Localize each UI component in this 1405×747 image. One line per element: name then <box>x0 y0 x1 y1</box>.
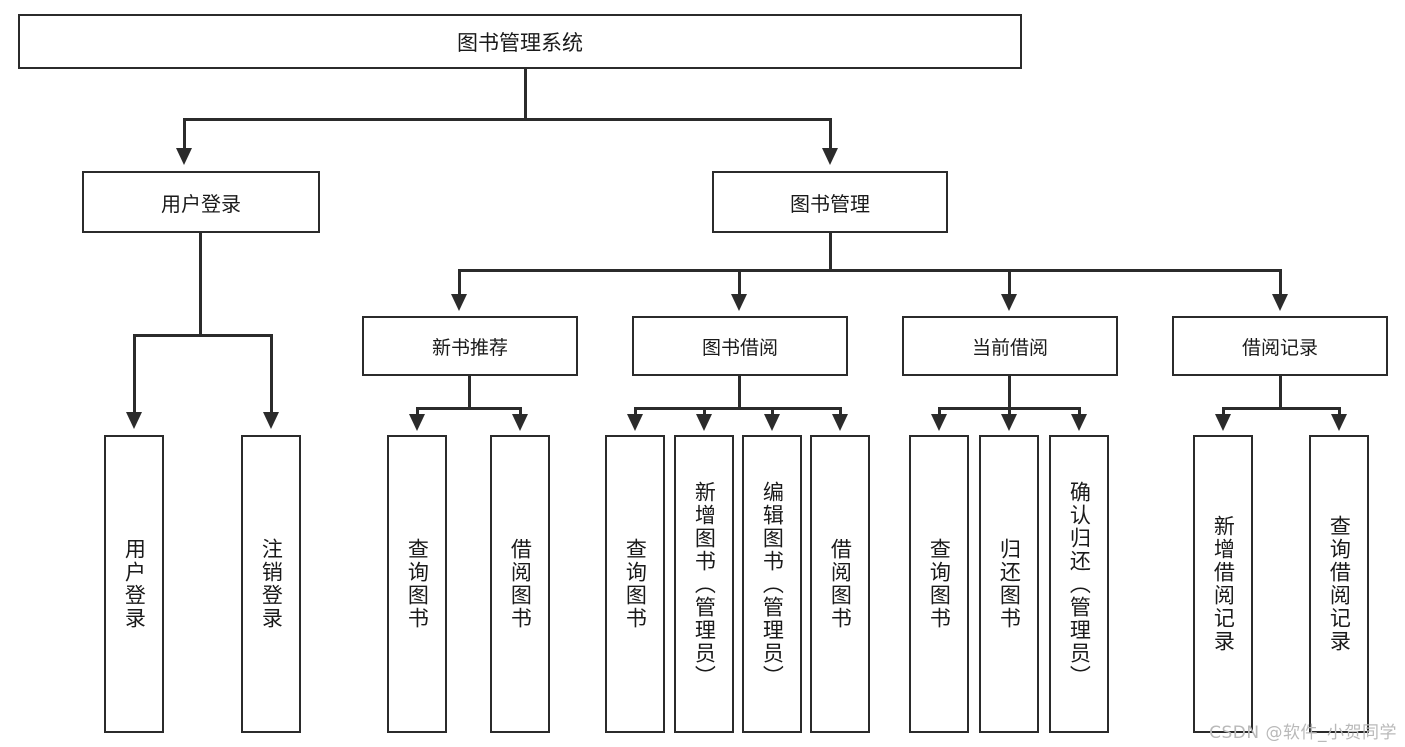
connector-user-login-drop-1 <box>133 334 136 414</box>
connector-new-book-drop-2 <box>519 407 522 417</box>
leaf-query-book-current[interactable]: 查询图书 <box>909 435 969 733</box>
leaf-query-book-borrow[interactable]: 查询图书 <box>605 435 665 733</box>
node-user-login[interactable]: 用户登录 <box>82 171 320 233</box>
leaf-label: 查询图书 <box>623 538 648 630</box>
connector-to-new-book <box>458 269 461 296</box>
leaf-label: 借阅图书 <box>508 538 533 630</box>
connector-borrow-record-bar <box>1222 407 1341 410</box>
leaf-label: 归还图书 <box>997 538 1022 630</box>
node-label: 图书借阅 <box>701 336 778 359</box>
leaf-add-book[interactable]: 新增图书（管理员） <box>674 435 734 733</box>
leaf-borrow-book[interactable]: 借阅图书 <box>810 435 870 733</box>
arrow-to-user-login <box>176 148 192 165</box>
arrow-leaf-add-book <box>696 414 712 431</box>
connector-book-manage-bar <box>458 269 1282 272</box>
node-root-system[interactable]: 图书管理系统 <box>18 14 1022 69</box>
connector-book-borrow-stem <box>738 376 741 409</box>
leaf-add-borrow-record[interactable]: 新增借阅记录 <box>1193 435 1253 733</box>
node-book-manage[interactable]: 图书管理 <box>712 171 948 233</box>
arrow-leaf-query-record <box>1331 414 1347 431</box>
connector-new-book-stem <box>468 376 471 409</box>
node-label: 借阅记录 <box>1241 336 1318 359</box>
connector-current-borrow-stem <box>1008 376 1011 409</box>
node-label: 图书管理系统 <box>457 30 583 55</box>
node-new-book-recommend[interactable]: 新书推荐 <box>362 316 578 376</box>
connector-book-borrow-drop-2 <box>703 407 706 417</box>
connector-user-login-bar <box>133 334 273 337</box>
connector-book-borrow-drop-4 <box>839 407 842 417</box>
arrow-leaf-borrow-book-1 <box>512 414 528 431</box>
leaf-label: 借阅图书 <box>828 538 853 630</box>
arrow-to-borrow-record <box>1272 294 1288 311</box>
leaf-user-login[interactable]: 用户登录 <box>104 435 164 733</box>
arrow-leaf-query-book-1 <box>409 414 425 431</box>
leaf-label: 用户登录 <box>122 538 147 630</box>
arrow-leaf-return-book <box>1001 414 1017 431</box>
leaf-label: 新增借阅记录 <box>1211 515 1236 653</box>
leaf-label: 注销登录 <box>259 538 284 630</box>
leaf-label: 查询借阅记录 <box>1327 515 1352 653</box>
node-borrow-record[interactable]: 借阅记录 <box>1172 316 1388 376</box>
leaf-label: 确认归还（管理员） <box>1067 480 1092 688</box>
leaf-label: 查询图书 <box>405 538 430 630</box>
node-book-borrow[interactable]: 图书借阅 <box>632 316 848 376</box>
arrow-leaf-user-login <box>126 412 142 429</box>
connector-borrow-record-stem <box>1279 376 1282 409</box>
arrow-to-book-borrow <box>731 294 747 311</box>
connector-to-user-login <box>183 118 186 150</box>
node-label: 图书管理 <box>790 191 870 216</box>
connector-current-borrow-drop-3 <box>1078 407 1081 417</box>
arrow-leaf-query-book-3 <box>931 414 947 431</box>
connector-book-borrow-drop-1 <box>634 407 637 417</box>
connector-root-bar <box>183 118 832 121</box>
arrow-leaf-query-book-2 <box>627 414 643 431</box>
node-label: 新书推荐 <box>431 336 508 359</box>
leaf-borrow-book-recommend[interactable]: 借阅图书 <box>490 435 550 733</box>
csdn-watermark: CSDN @软件_小贺同学 <box>1209 723 1397 743</box>
node-label: 当前借阅 <box>971 336 1048 359</box>
connector-to-book-manage <box>829 118 832 150</box>
leaf-label: 编辑图书（管理员） <box>760 480 785 688</box>
leaf-label: 查询图书 <box>927 538 952 630</box>
leaf-query-borrow-record[interactable]: 查询借阅记录 <box>1309 435 1369 733</box>
connector-to-borrow-record <box>1279 269 1282 296</box>
connector-book-borrow-drop-3 <box>771 407 774 417</box>
arrow-leaf-add-record <box>1215 414 1231 431</box>
leaf-return-book[interactable]: 归还图书 <box>979 435 1039 733</box>
arrow-to-new-book <box>451 294 467 311</box>
node-label: 用户登录 <box>161 191 241 216</box>
connector-borrow-record-drop-1 <box>1222 407 1225 417</box>
connector-borrow-record-drop-2 <box>1338 407 1341 417</box>
connector-current-borrow-drop-1 <box>938 407 941 417</box>
leaf-label: 新增图书（管理员） <box>692 480 717 688</box>
connector-to-current-borrow <box>1008 269 1011 296</box>
leaf-edit-book[interactable]: 编辑图书（管理员） <box>742 435 802 733</box>
arrow-leaf-borrow-book-2 <box>832 414 848 431</box>
connector-book-borrow-bar <box>634 407 842 410</box>
connector-current-borrow-drop-2 <box>1008 407 1011 417</box>
connector-root-stem <box>524 69 527 119</box>
connector-to-book-borrow <box>738 269 741 296</box>
arrow-leaf-edit-book <box>764 414 780 431</box>
connector-new-book-drop-1 <box>416 407 419 417</box>
arrow-leaf-confirm-return <box>1071 414 1087 431</box>
connector-book-manage-stem <box>829 233 832 271</box>
arrow-to-book-manage <box>822 148 838 165</box>
node-current-borrow[interactable]: 当前借阅 <box>902 316 1118 376</box>
connector-new-book-bar <box>416 407 522 410</box>
connector-user-login-stem <box>199 233 202 335</box>
arrow-to-current-borrow <box>1001 294 1017 311</box>
leaf-query-book-recommend[interactable]: 查询图书 <box>387 435 447 733</box>
connector-user-login-drop-2 <box>270 334 273 414</box>
leaf-confirm-return[interactable]: 确认归还（管理员） <box>1049 435 1109 733</box>
arrow-leaf-logout <box>263 412 279 429</box>
leaf-logout[interactable]: 注销登录 <box>241 435 301 733</box>
